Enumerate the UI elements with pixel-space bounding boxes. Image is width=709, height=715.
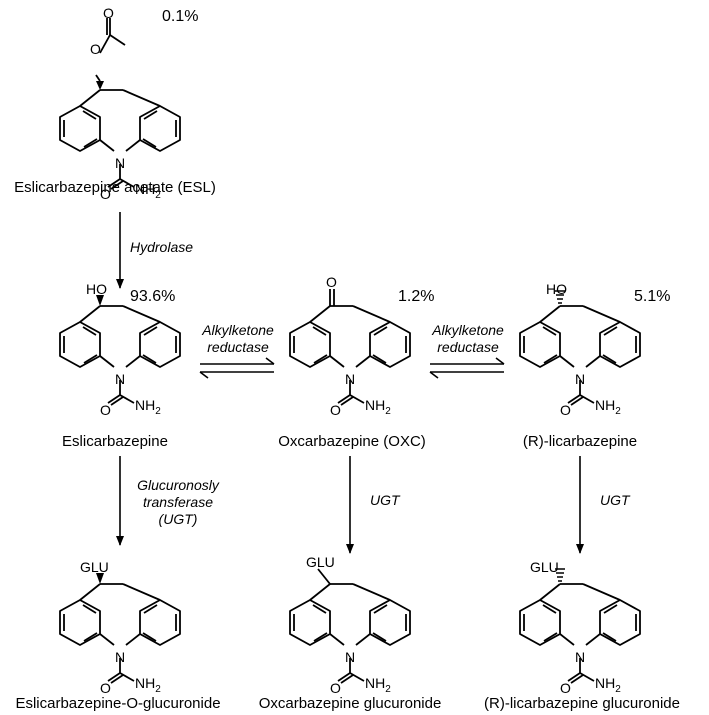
atom-nh2: NH2 bbox=[595, 397, 621, 417]
label-esl: Eslicarbazepine acetate (ESL) bbox=[14, 179, 216, 196]
enzyme-ugt-right: UGT bbox=[600, 492, 631, 508]
atom-nh2: NH2 bbox=[135, 397, 161, 417]
atom-n: N bbox=[115, 155, 125, 171]
enzyme-ugt-left-line1: Glucuronosly bbox=[137, 477, 220, 493]
percent-esl: 0.1% bbox=[162, 8, 198, 25]
atom-o-carbonyl: O bbox=[103, 5, 114, 21]
label-oxcarbazepine: Oxcarbazepine (OXC) bbox=[278, 433, 426, 450]
atom-n: N bbox=[345, 649, 355, 665]
atom-nh2: NH2 bbox=[595, 675, 621, 695]
label-r-licarbazepine: (R)-licarbazepine bbox=[523, 433, 637, 450]
atom-n: N bbox=[115, 649, 125, 665]
oxcarbazepine-structure bbox=[289, 289, 411, 406]
atom-o: O bbox=[330, 680, 341, 696]
atom-ho: HO bbox=[86, 281, 107, 297]
atom-n: N bbox=[575, 371, 585, 387]
enzyme-ugt-left-line3: (UGT) bbox=[159, 511, 198, 527]
enzyme-akr-left-line1: Alkylketone bbox=[201, 322, 274, 338]
enzyme-ugt-mid: UGT bbox=[370, 492, 401, 508]
atom-n: N bbox=[115, 371, 125, 387]
atom-o: O bbox=[100, 680, 111, 696]
atom-o-ester: O bbox=[90, 41, 101, 57]
atom-glu: GLU bbox=[306, 554, 335, 570]
atom-o: O bbox=[330, 402, 341, 418]
equilibrium-arrow-left bbox=[199, 357, 275, 379]
atom-n: N bbox=[345, 371, 355, 387]
label-eslicarbazepine-glucuronide: Eslicarbazepine-O-glucuronide bbox=[15, 695, 220, 712]
atom-ho: HO bbox=[546, 281, 567, 297]
enzyme-akr-left-line2: reductase bbox=[207, 339, 269, 355]
label-eslicarbazepine: Eslicarbazepine bbox=[62, 433, 168, 450]
enzyme-akr-right-line2: reductase bbox=[437, 339, 499, 355]
atom-glu: GLU bbox=[530, 559, 559, 575]
r-licarbazepine-glucuronide-structure bbox=[519, 568, 641, 684]
r-licarbazepine-structure bbox=[519, 290, 641, 406]
atom-o: O bbox=[100, 186, 111, 202]
atom-glu: GLU bbox=[80, 559, 109, 575]
atom-nh2: NH2 bbox=[365, 397, 391, 417]
label-r-licarbazepine-glucuronide: (R)-licarbazepine glucuronide bbox=[484, 695, 680, 712]
atom-o-ketone: O bbox=[326, 274, 337, 290]
atom-o: O bbox=[560, 680, 571, 696]
label-oxcarbazepine-glucuronide: Oxcarbazepine glucuronide bbox=[259, 695, 442, 712]
percent-oxcarbazepine: 1.2% bbox=[398, 288, 434, 305]
atom-n: N bbox=[575, 649, 585, 665]
enzyme-hydrolase: Hydrolase bbox=[130, 239, 193, 255]
atom-nh2: NH2 bbox=[365, 675, 391, 695]
equilibrium-arrow-right bbox=[429, 357, 505, 379]
eslicarbazepine-glucuronide-structure bbox=[59, 573, 181, 684]
percent-eslicarbazepine: 93.6% bbox=[130, 288, 175, 305]
oxcarbazepine-glucuronide-structure bbox=[289, 568, 411, 684]
atom-o: O bbox=[100, 402, 111, 418]
atom-nh2: NH2 bbox=[135, 181, 161, 201]
atom-o: O bbox=[560, 402, 571, 418]
esl-structure: O O bbox=[59, 5, 181, 190]
enzyme-akr-right-line1: Alkylketone bbox=[431, 322, 504, 338]
eslicarbazepine-structure bbox=[59, 295, 181, 406]
enzyme-ugt-left-line2: transferase bbox=[143, 494, 213, 510]
atom-nh2: NH2 bbox=[135, 675, 161, 695]
percent-r-licarbazepine: 5.1% bbox=[634, 288, 670, 305]
